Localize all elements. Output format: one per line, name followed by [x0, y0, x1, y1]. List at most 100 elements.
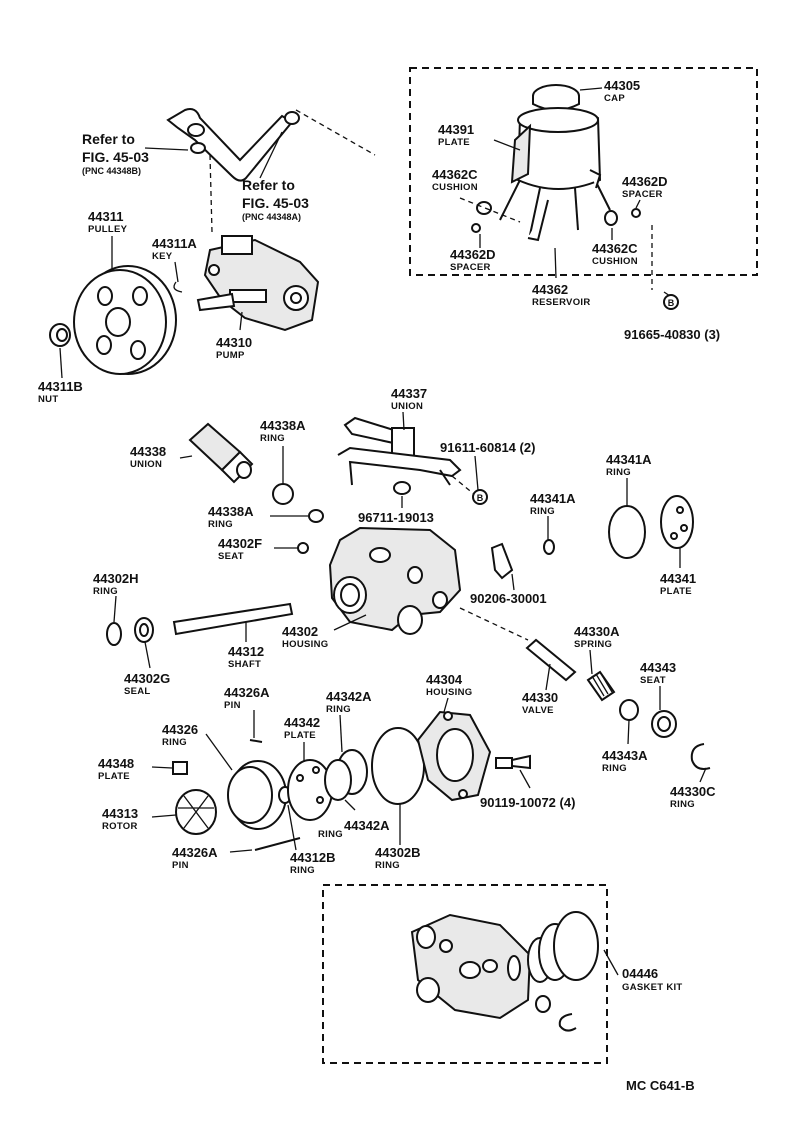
callout-letter: B — [477, 493, 484, 503]
part-number-label: 44302G — [124, 671, 170, 686]
part-name-label: ROTOR — [102, 821, 138, 832]
reference-line2: FIG. 45-03 — [242, 195, 309, 211]
hose-assembly — [166, 108, 376, 233]
part-number-label: 96711-19013 — [358, 510, 434, 525]
part-name-label: RING — [375, 860, 400, 871]
leader-lines — [59, 87, 707, 976]
spacer-icon — [471, 223, 481, 233]
part-name-label: NUT — [38, 394, 58, 405]
part-number-label: 91611-60814 (2) — [440, 440, 535, 455]
part-name-label: PULLEY — [88, 224, 128, 235]
part-number-label: 44342 — [284, 715, 320, 730]
ring-44341A-small — [543, 539, 555, 555]
reference-right: Refer to FIG. 45-03 (PNC 44348A) — [242, 177, 309, 222]
reference-line1: Refer to — [242, 177, 295, 193]
cushion-icon — [476, 201, 492, 215]
part-name-label: SEAT — [640, 675, 666, 686]
pin-44326A-lower — [254, 837, 301, 851]
part-name-label: RING — [93, 586, 118, 597]
part-number-label: 44391 — [438, 122, 474, 137]
part-number-label: 44330 — [522, 690, 558, 705]
ring-44326 — [227, 760, 287, 830]
part-name-label: RING — [602, 763, 627, 774]
nut — [49, 323, 71, 347]
ring-44338A-upper — [272, 483, 294, 505]
housing-44302 — [328, 526, 462, 635]
part-name-label: PLATE — [660, 586, 692, 597]
part-number-label: 44362C — [592, 241, 638, 256]
part-name-label: PLATE — [284, 730, 316, 741]
housing-44304 — [416, 710, 492, 802]
part-number-label: 44326A — [224, 685, 270, 700]
ring-44341A-large — [608, 505, 646, 559]
part-number-label: 44342A — [344, 818, 390, 833]
reservoir — [499, 84, 611, 242]
part-number-label: 44304 — [426, 672, 463, 687]
plate-44342 — [287, 759, 333, 821]
valve-44330 — [525, 638, 577, 682]
ring-44343A — [619, 699, 639, 721]
part-name-label: RING — [290, 865, 315, 876]
reference-line3: (PNC 44348B) — [82, 166, 141, 176]
part-name-label: RING — [326, 704, 351, 715]
seat-44302F — [297, 542, 309, 554]
part-number-label: 44310 — [216, 335, 252, 350]
part-number-label: 91665-40830 (3) — [624, 327, 720, 342]
part-number-label: 44311A — [152, 236, 197, 251]
part-name-label: SPACER — [450, 262, 491, 273]
part-name-label: GASKET KIT — [622, 982, 683, 993]
part-name-label: RING — [162, 737, 187, 748]
spacer-icon — [631, 208, 641, 218]
callout-b-lower: B — [472, 489, 488, 505]
part-name-label: PLATE — [98, 771, 130, 782]
part-number-label: 44313 — [102, 806, 138, 821]
part-name-label: RING — [606, 467, 631, 478]
part-number-label: 44343 — [640, 660, 676, 675]
reference-line1: Refer to — [82, 131, 135, 147]
part-number-label: 44362D — [450, 247, 496, 262]
part-number-label: 44302H — [93, 571, 139, 586]
cushion-icon — [604, 210, 618, 226]
clip-90206 — [490, 542, 514, 580]
part-number-label: 44311 — [88, 209, 123, 224]
callout-b-upper: B — [663, 294, 679, 310]
part-name-label: HOUSING — [282, 639, 328, 650]
part-name-label: SPRING — [574, 639, 612, 650]
part-name-label: RING — [208, 519, 233, 530]
key — [173, 281, 183, 293]
union-44338 — [188, 422, 254, 484]
part-name-label: UNION — [391, 401, 423, 412]
callout-letter: B — [668, 298, 675, 308]
gasket-kit-parts — [410, 911, 599, 1032]
part-number-label: 44362D — [622, 174, 668, 189]
part-name-label: PIN — [224, 700, 241, 711]
part-name-label: RING — [260, 433, 285, 444]
part-name-label: HOUSING — [426, 687, 472, 698]
part-number-label: 44338 — [130, 444, 166, 459]
diagram-code: MC C641-B — [626, 1078, 695, 1093]
part-number-label: 44330C — [670, 784, 716, 799]
part-number-label: 44330A — [574, 624, 620, 639]
part-number-label: 44338A — [208, 504, 254, 519]
gasket-kit-box — [322, 884, 608, 1064]
ring-44342A-b — [324, 759, 352, 801]
plate-44348 — [172, 761, 188, 775]
part-name-label: PLATE — [438, 137, 470, 148]
part-number-label: 44305 — [604, 78, 640, 93]
ring-96711 — [393, 481, 411, 495]
part-number-label: 44341A — [606, 452, 652, 467]
part-name-label: RESERVOIR — [532, 297, 591, 308]
ring-44302B — [371, 727, 425, 805]
part-number-label: 04446 — [622, 966, 658, 981]
ring-44338A-lower — [308, 509, 324, 523]
reference-line2: FIG. 45-03 — [82, 149, 149, 165]
part-name-label: SPACER — [622, 189, 663, 200]
part-number-label: 44312 — [228, 644, 264, 659]
part-number-label: 90119-10072 (4) — [480, 795, 575, 810]
seat-44343 — [651, 710, 677, 738]
part-name-label: SHAFT — [228, 659, 261, 670]
part-number-label: 44343A — [602, 748, 648, 763]
part-name-label: VALVE — [522, 705, 554, 716]
part-number-label: 44342A — [326, 689, 372, 704]
